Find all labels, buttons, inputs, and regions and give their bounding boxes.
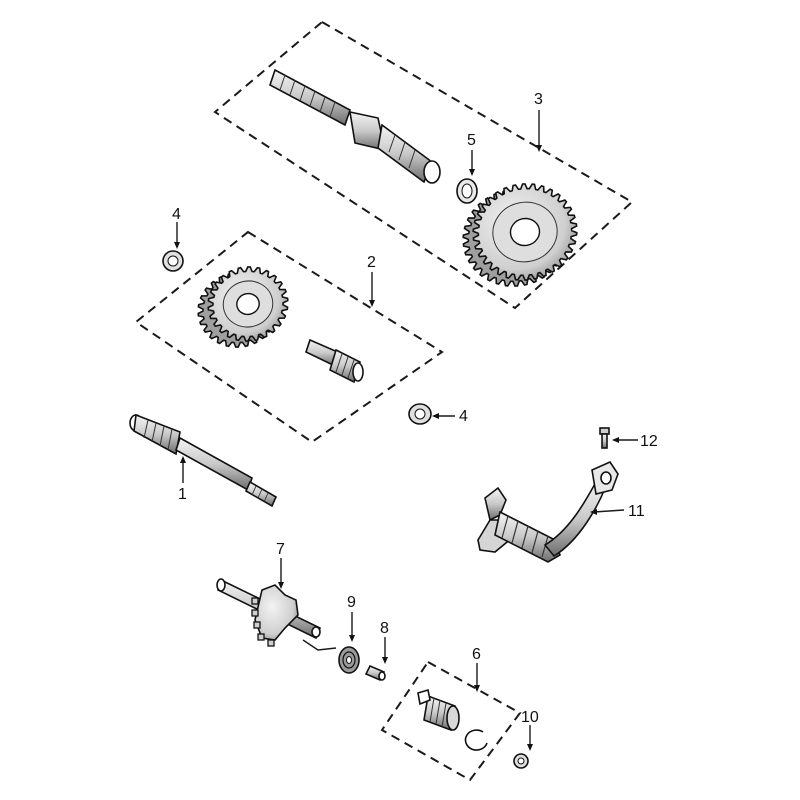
callout-10: 10 [521,709,539,726]
callout-4-upper: 4 [172,206,181,223]
washer-part-4-lower [408,403,432,425]
drive-gear-part-6 [417,688,460,732]
output-shaft-part-3 [269,68,441,184]
callout-8: 8 [380,620,389,637]
kick-shaft-part-7 [216,578,322,647]
callout-1: 1 [178,486,187,503]
input-shaft-part-1 [129,413,278,508]
spring-part-9 [302,639,360,674]
callout-9: 9 [347,594,356,611]
callout-12: 12 [640,433,658,450]
callout-4-lower: 4 [459,408,468,425]
pin-part-8 [364,664,386,682]
callout-3: 3 [534,91,543,108]
callout-11: 11 [628,503,645,520]
callout-5: 5 [467,132,476,149]
circlip-part-6 [464,729,488,751]
group-frame-6 [380,660,522,782]
callout-7: 7 [276,541,285,558]
washer-part-4-upper [162,250,184,272]
bolt-part-12 [599,427,610,449]
kick-lever-part-11 [477,460,619,563]
leader-lines [174,110,638,751]
callout-6: 6 [472,646,481,663]
pinion-part-2 [305,338,364,384]
gear-part-2 [197,266,289,348]
washer-part-10 [513,753,529,769]
group-frame-2 [134,230,444,444]
group-frame-3 [213,20,634,310]
large-gear-part-3 [462,183,578,287]
callout-2: 2 [367,254,376,271]
